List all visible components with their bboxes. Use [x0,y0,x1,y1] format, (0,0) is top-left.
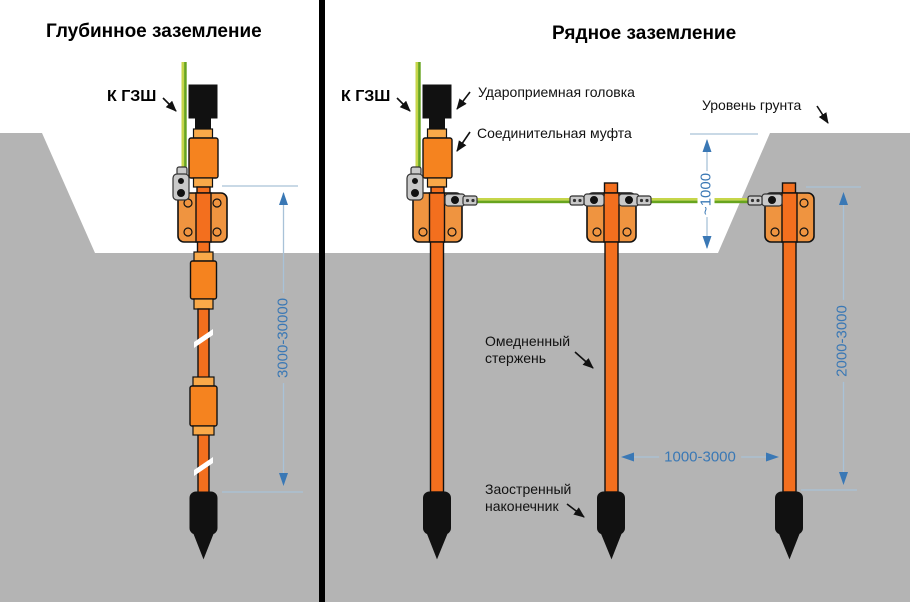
wire-clamp-left [172,166,190,201]
label-arrow-ground-level [816,105,829,124]
row-rod-first [412,62,463,560]
grounding-wire-vertical-right [415,62,421,170]
label-arrow-gzsh-right [396,97,411,112]
rod-break-mark [194,457,213,476]
label-arrow-impact-head [456,91,471,110]
ground-rod-middle [604,241,619,493]
dim-text-rod-depth: 2000-3000 [833,300,851,382]
label-gzsh-right: К ГЗШ [341,88,391,105]
panel-divider [319,0,325,602]
impact-head-right [422,84,452,131]
pointed-tip-right [775,491,803,560]
coupling-sleeve-top-left [188,128,219,195]
coupling-sleeve-right [422,128,453,195]
row-grounding-assembly [396,62,861,560]
wire-clamp-right-left [747,193,783,207]
wire-clamps [406,166,783,207]
ground-rod-right [782,241,797,493]
label-ground-level: Уровень грунта [702,97,802,113]
right-panel-title: Рядное заземление [552,23,737,44]
pointed-tip-middle [597,491,625,560]
pointed-tip-first [423,491,451,560]
left-panel-title: Глубинное заземление [46,21,262,42]
dim-text-rod-spacing: 1000-3000 [659,448,741,466]
label-gzsh-left: К ГЗШ [107,88,157,105]
pointed-tip-left [189,491,218,560]
label-impact-head: Удароприемная головка [478,84,635,100]
wire-clamp-first-right [444,193,478,207]
grounding-wire-vertical-left [181,62,187,170]
impact-head-left [188,84,218,131]
ground-rod-left [189,241,218,495]
soil-left-panel [0,133,319,602]
label-copper-rod: Омедненный стержень [485,333,571,366]
wire-clamp-first-vertical [406,166,424,201]
label-arrow-gzsh-left [162,97,177,112]
label-arrow-coupling [456,131,471,152]
wire-clamp-middle-right [618,193,652,207]
rod-break-mark [194,329,213,348]
mounting-plate-first [412,192,463,243]
ground-rod-first [429,241,445,493]
dim-text-depth: 3000-30000 [274,292,292,384]
wire-clamp-middle-left [569,193,605,207]
label-arrow-pointed-tip [566,503,585,518]
label-arrow-copper-rod [574,351,594,369]
label-pointed-tip: Заостренный наконечник [485,481,572,514]
dim-text-trench-depth: ~1000 [697,170,715,218]
label-coupling: Соединительная муфта [477,125,632,141]
